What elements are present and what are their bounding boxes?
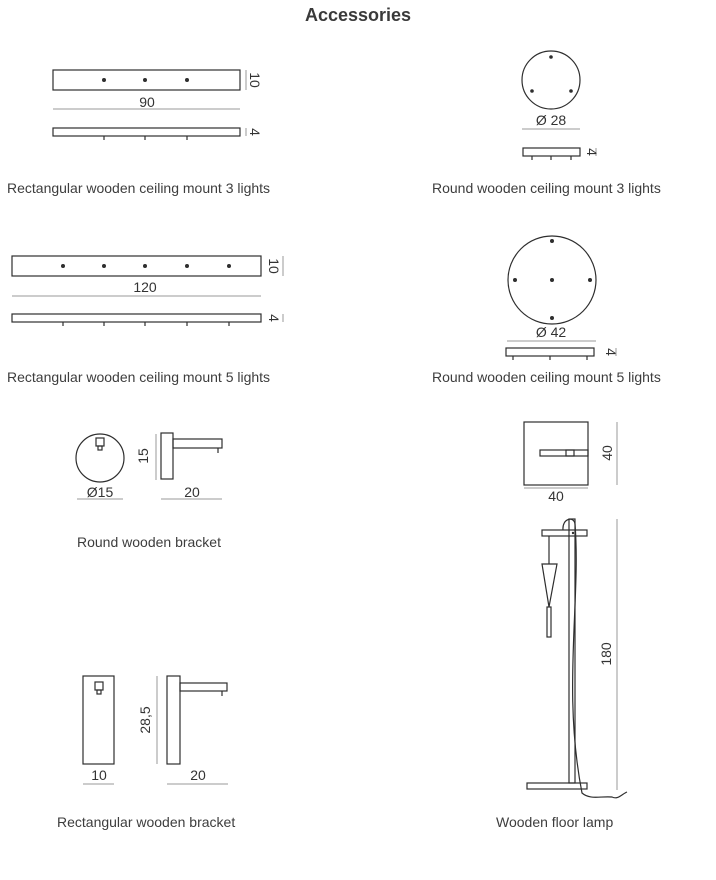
caption-round-mount-5: Round wooden ceiling mount 5 lights	[432, 369, 661, 385]
dim-label: 10	[91, 767, 107, 783]
dim-label: 120	[133, 279, 157, 295]
caption-round-mount-3: Round wooden ceiling mount 3 lights	[432, 180, 661, 196]
dim-label: Ø 28	[536, 112, 567, 128]
caption-floor-lamp: Wooden floor lamp	[496, 814, 614, 830]
dim-label: 90	[139, 94, 155, 110]
dim-label: 40	[548, 488, 564, 504]
caption-rect-bracket: Rectangular wooden bracket	[57, 814, 236, 830]
dim-label: Ø 42	[536, 324, 567, 340]
dim-label: 10	[247, 72, 263, 88]
dim-label: 4	[266, 314, 282, 322]
caption-round-bracket: Round wooden bracket	[77, 534, 221, 550]
dim-label: 15	[135, 448, 151, 464]
caption-rect-mount-3: Rectangular wooden ceiling mount 3 light…	[7, 180, 271, 196]
dim-label: 40	[599, 445, 615, 461]
dim-label: 10	[266, 258, 282, 274]
dim-label: 4	[584, 148, 600, 156]
drawing-rect-bracket: 10 28,5 20	[82, 675, 228, 785]
drawing-floor-lamp: 40 40 180	[523, 421, 628, 799]
dim-label: 4	[247, 128, 263, 136]
drawing-round-bracket: Ø15 15 20	[75, 432, 223, 500]
page-title: Accessories	[304, 5, 412, 25]
dim-label: 20	[184, 484, 200, 500]
drawing-rect-mount-3: 90 10 4	[52, 69, 263, 140]
dim-label: 180	[598, 642, 614, 666]
dim-label: 28,5	[137, 706, 153, 733]
drawing-rect-mount-5: 120 10 4	[11, 255, 284, 326]
drawing-round-mount-3: Ø 28 4	[521, 50, 600, 160]
dim-label: 20	[190, 767, 206, 783]
dim-label: 4	[603, 348, 619, 356]
caption-rect-mount-5: Rectangular wooden ceiling mount 5 light…	[7, 369, 271, 385]
dim-label: Ø15	[87, 484, 114, 500]
drawing-round-mount-5: Ø 42 4	[505, 235, 619, 360]
